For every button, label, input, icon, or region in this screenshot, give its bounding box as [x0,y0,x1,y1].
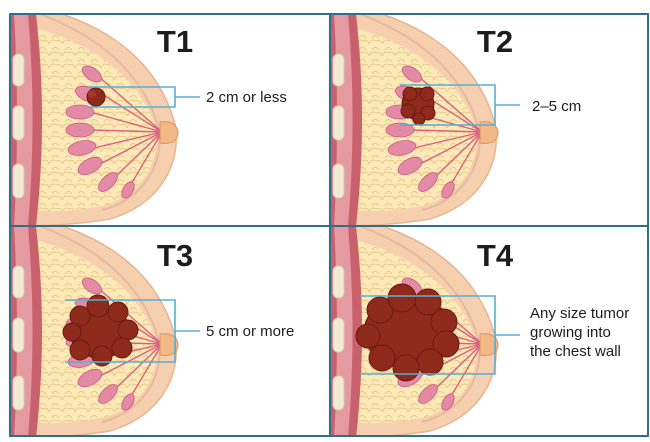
stage-label: T4 [477,238,514,273]
panel-t1: T1 2 cm or less [10,14,287,226]
stage-label: T3 [157,238,193,273]
panel-t4: T4 Any size tumor growing into the chest… [330,226,629,437]
size-label: the chest wall [530,343,621,360]
rib [13,54,24,86]
size-label: Any size tumor [530,305,629,322]
size-label: growing into [530,324,611,341]
fatty-tissue [30,26,156,211]
rib [13,106,24,140]
size-label: 2–5 cm [532,98,581,115]
size-label: 2 cm or less [206,89,287,106]
stage-label: T1 [157,24,193,59]
tumor [87,88,105,106]
panel-t3: T3 5 cm or more [10,226,294,437]
breast-illustration [10,14,178,226]
panel-t2: T2 2–5 cm [330,14,581,226]
rib [13,164,24,198]
stage-label: T2 [477,24,513,59]
size-label: 5 cm or more [206,323,294,340]
